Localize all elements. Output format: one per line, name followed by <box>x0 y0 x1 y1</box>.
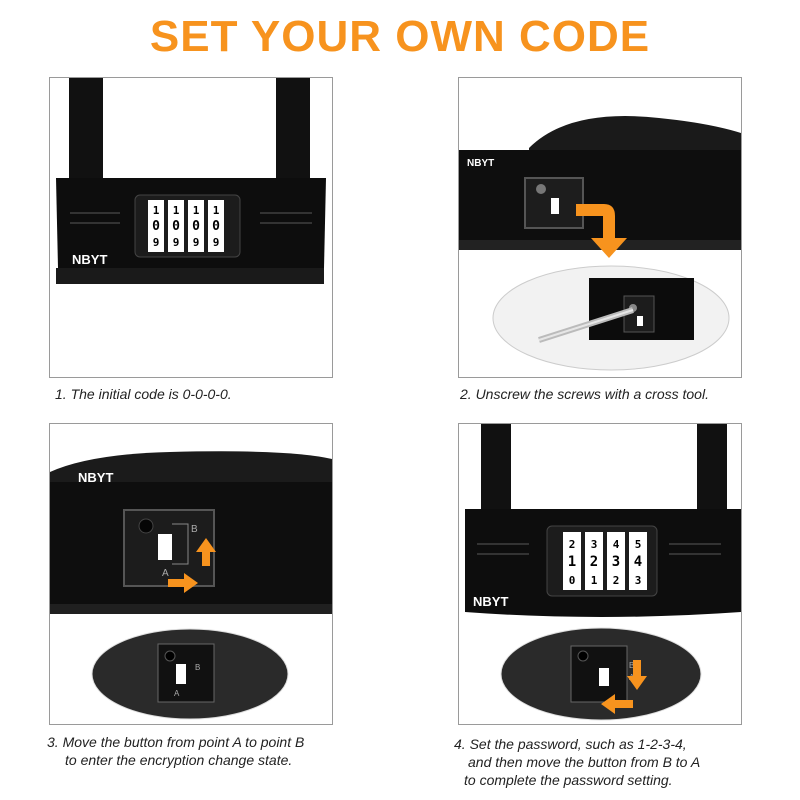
screw-icon[interactable] <box>536 184 546 194</box>
arrow-down-icon <box>576 204 627 258</box>
arrow-down-icon <box>627 660 647 690</box>
dial-digit: 9 <box>193 236 200 249</box>
dial-digit: 4 <box>613 538 620 551</box>
dial-digit: 4 <box>634 554 642 570</box>
brand-logo: NBYT <box>78 470 113 485</box>
step3-caption-line1: 3. Move the button from point A to point… <box>47 734 305 750</box>
dial-digit: 1 <box>213 204 220 217</box>
step4-caption-line3: to complete the password setting. <box>464 772 673 788</box>
dial-4[interactable]: 1 0 9 <box>208 200 224 252</box>
step4-caption: 4. Set the password, such as 1-2-3-4, an… <box>454 735 700 789</box>
step3-caption-line2: to enter the encryption change state. <box>65 752 293 768</box>
dial-digit: 2 <box>569 538 576 551</box>
brand-logo: NBYT <box>473 594 508 609</box>
step1-caption: 1. The initial code is 0-0-0-0. <box>55 386 232 402</box>
dial-digit: 1 <box>193 204 200 217</box>
switch-button[interactable] <box>158 534 172 560</box>
dial-digit: 9 <box>213 236 220 249</box>
brand-logo: NBYT <box>72 252 107 267</box>
step4-caption-line1: 4. Set the password, such as 1-2-3-4, <box>454 736 687 752</box>
dial-2[interactable]: 3 2 1 <box>585 532 603 590</box>
lock-front-illustration: 1 0 9 1 0 9 1 0 9 1 0 9 NBYT <box>56 78 326 284</box>
step4-panel: 2 1 0 3 2 1 4 3 2 5 4 3 NBYT B A <box>458 423 742 725</box>
set-code-illustration: 2 1 0 3 2 1 4 3 2 5 4 3 NBYT B A <box>465 424 741 721</box>
step1-panel: 1 0 9 1 0 9 1 0 9 1 0 9 NBYT <box>49 77 333 378</box>
dial-digit: 0 <box>152 219 160 234</box>
page-title: SET YOUR OWN CODE <box>149 12 651 61</box>
label-b: B <box>629 661 634 670</box>
dial-digit: 0 <box>172 219 180 234</box>
unscrew-illustration: NBYT <box>459 116 741 371</box>
step4-caption-line2: and then move the button from B to A <box>468 754 701 770</box>
dial-3[interactable]: 1 0 9 <box>188 200 204 252</box>
dial-digit: 0 <box>212 219 220 234</box>
step3-panel: NBYT B A B A <box>49 423 333 725</box>
switch-button[interactable] <box>551 198 559 214</box>
dial-digit: 9 <box>153 236 160 249</box>
dial-digit: 2 <box>590 554 598 570</box>
dial-digit: 3 <box>635 574 642 587</box>
dial-digit: 5 <box>635 538 642 551</box>
label-a: A <box>162 568 169 579</box>
dial-digit: 0 <box>192 219 200 234</box>
dial-1[interactable]: 2 1 0 <box>563 532 581 590</box>
label-b: B <box>195 663 200 672</box>
dial-digit: 0 <box>569 574 576 587</box>
dial-digit: 9 <box>173 236 180 249</box>
label-b: B <box>191 524 198 535</box>
arrow-up-icon <box>196 538 216 566</box>
brand-logo: NBYT <box>467 158 494 169</box>
dial-2[interactable]: 1 0 9 <box>168 200 184 252</box>
dial-digit: 1 <box>173 204 180 217</box>
screw-hole <box>138 518 154 534</box>
dial-digit: 1 <box>153 204 160 217</box>
dial-digit: 1 <box>591 574 598 587</box>
step3-caption: 3. Move the button from point A to point… <box>47 733 304 769</box>
step2-caption: 2. Unscrew the screws with a cross tool. <box>460 386 709 402</box>
dial-4[interactable]: 5 4 3 <box>629 532 647 590</box>
switch-button[interactable] <box>599 668 609 686</box>
dial-digit: 1 <box>568 554 576 570</box>
arrow-right-icon <box>168 573 198 593</box>
label-a: A <box>174 689 180 698</box>
dial-digit: 3 <box>591 538 598 551</box>
arrow-left-icon <box>601 694 633 714</box>
dial-1[interactable]: 1 0 9 <box>148 200 164 252</box>
switch-a-to-b-illustration: NBYT B A B A <box>50 451 332 720</box>
dial-3[interactable]: 4 3 2 <box>607 532 625 590</box>
dial-digit: 2 <box>613 574 620 587</box>
step2-panel: NBYT <box>458 77 742 378</box>
dial-digit: 3 <box>612 554 620 570</box>
